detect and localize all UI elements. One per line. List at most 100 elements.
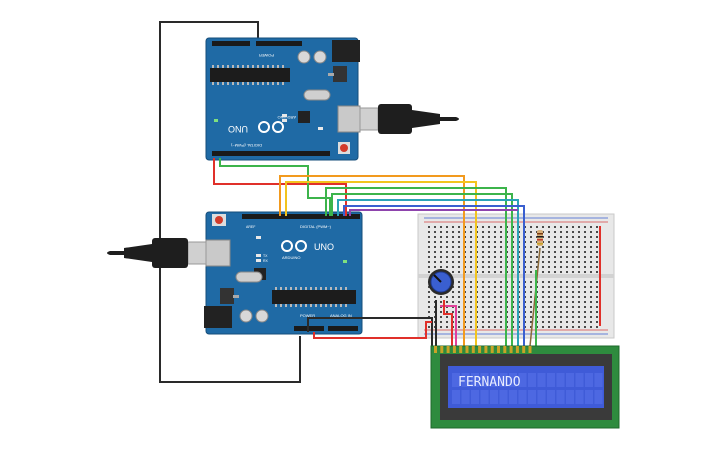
lcd-pin [497, 346, 500, 353]
wire-red-power[interactable] [313, 321, 432, 339]
lcd-cell [509, 373, 517, 387]
lcd-cell [452, 373, 460, 387]
led-bottom-on [343, 260, 347, 263]
lcd-pin [522, 346, 526, 353]
atmega-chip-top [210, 68, 290, 82]
wire-green-2[interactable] [331, 193, 513, 346]
lcd-cell [471, 373, 479, 387]
lcd-cell [547, 390, 555, 404]
lcd-cell [480, 373, 489, 387]
wire-pink[interactable] [440, 305, 457, 346]
led-bottom-tx-label: TX [263, 254, 268, 258]
wire-green-top[interactable] [219, 158, 331, 216]
header-top-digital [212, 151, 330, 156]
led-bottom-rx [256, 259, 261, 262]
lcd-pin [459, 346, 463, 353]
capacitor-top-2 [313, 50, 327, 64]
lcd-pin [484, 346, 488, 353]
led-top-rx [282, 119, 287, 122]
header-bottom-digital [242, 214, 360, 219]
lcd-cell [518, 390, 527, 404]
lcd-cell [490, 373, 498, 387]
lcd-cell [490, 390, 498, 404]
uno-label-bottom: UNO [314, 242, 334, 252]
led-bottom-tx [256, 254, 261, 257]
crystal-top [303, 89, 331, 101]
power-label-bottom: POWER [300, 313, 315, 318]
potentiometer[interactable] [428, 269, 454, 295]
led-bottom-rx-label: RX [263, 259, 269, 263]
wire-green[interactable] [325, 187, 507, 346]
wire-purple[interactable] [349, 209, 518, 216]
lcd-pin [528, 346, 532, 353]
lcd-cell [566, 390, 574, 404]
wire-black-loop[interactable] [159, 21, 301, 383]
usb-port-bottom [205, 239, 231, 267]
wire-blue[interactable] [343, 205, 525, 346]
led-top-on [214, 119, 218, 122]
power-jack-top [332, 40, 360, 62]
brand-label-bottom: ARDUINO [282, 255, 300, 260]
lcd-cell [594, 373, 603, 387]
resistor[interactable] [537, 230, 543, 246]
lcd-cell [509, 390, 517, 404]
uno-label-top: UNO [228, 124, 248, 134]
lcd-cell [518, 373, 527, 387]
lcd-pin [478, 346, 482, 353]
aref-label-bottom: AREF [246, 225, 255, 229]
lcd-pin [471, 346, 475, 353]
lcd-pin [515, 346, 519, 353]
lcd-cell [461, 390, 470, 404]
wire-red-pot[interactable] [443, 300, 453, 346]
usb-chip-top [298, 111, 310, 123]
header-top-analog [256, 41, 302, 46]
lcd-cell [566, 373, 574, 387]
lcd-pin [452, 346, 456, 353]
power-jack-bottom [204, 306, 232, 328]
lcd-pin [503, 346, 507, 353]
lcd-cell [537, 390, 546, 404]
lcd-pin-header [434, 346, 532, 353]
lcd-pin [434, 346, 437, 353]
lcd-cell [537, 373, 546, 387]
lcd-cell [547, 373, 555, 387]
lcd-cell [480, 390, 489, 404]
lcd-pin [465, 346, 469, 353]
lcd-cell [528, 373, 536, 387]
capacitor-top-1 [297, 50, 311, 64]
wire-black-power[interactable] [307, 317, 433, 346]
lcd-cell [556, 373, 565, 387]
led-top-tx [282, 114, 287, 117]
lcd-cell [499, 390, 508, 404]
lcd-cell [461, 373, 470, 387]
crystal-bottom [235, 271, 263, 283]
usb-port-top [337, 105, 361, 133]
lcd-pin [490, 346, 494, 353]
header-bottom-analog [328, 326, 358, 331]
lcd-cell [594, 390, 603, 404]
power-label-top: POWER [259, 53, 274, 58]
wire-orange[interactable] [279, 175, 465, 346]
header-top-power [212, 41, 250, 46]
arduino-board-top[interactable]: POWER UNO ARDUINO DIGITAL (PWM~) [205, 37, 361, 161]
analog-label-bottom: ANALOG IN [330, 313, 352, 318]
arduino-logo-bottom [281, 240, 307, 252]
lcd-cell [499, 373, 508, 387]
usb-cable-bottom[interactable] [107, 238, 207, 268]
wire-yellow[interactable] [285, 181, 477, 346]
atmega-chip-bottom [272, 290, 356, 304]
arduino-logo-top [258, 121, 284, 133]
lcd-pin [440, 346, 444, 353]
lcd-cell [556, 390, 565, 404]
lcd-cell [471, 390, 479, 404]
wire-teal[interactable] [337, 199, 519, 346]
usb-cable-top[interactable] [359, 104, 459, 134]
led-top-l [318, 127, 323, 130]
lcd-cell [575, 373, 584, 387]
lcd-module[interactable]: FERNANDO [430, 345, 620, 429]
digital-label-bottom: DIGITAL (PWM~) [300, 224, 332, 229]
regulator-top [333, 66, 347, 82]
arduino-board-bottom[interactable]: DIGITAL (PWM~) AREF UNO ARDUINO TX RX [204, 211, 363, 335]
lcd-cell [528, 390, 536, 404]
